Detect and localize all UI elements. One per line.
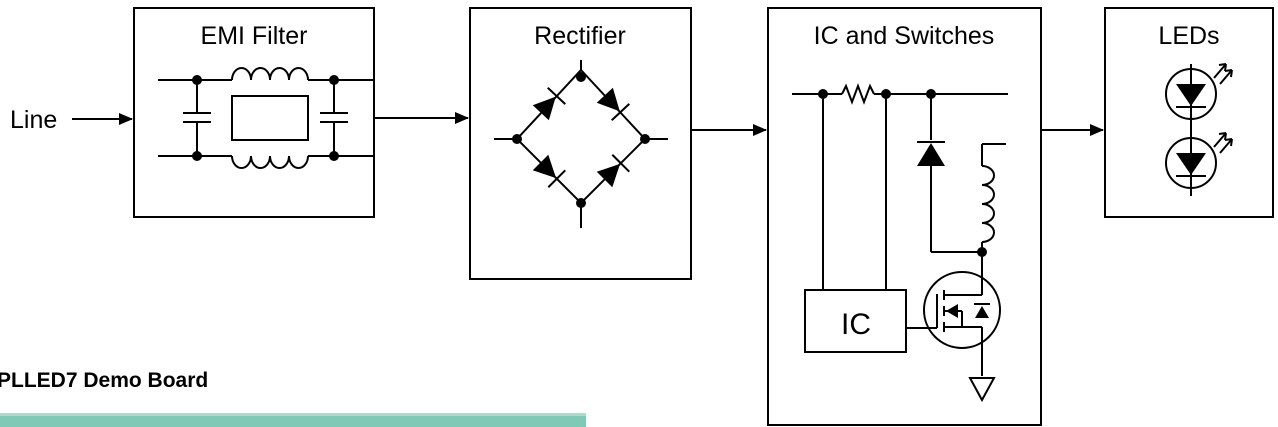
- led-bottom-icon: [1165, 132, 1233, 189]
- leds-block: LEDs: [1104, 7, 1274, 218]
- leds-title: LEDs: [1158, 22, 1219, 50]
- capacitor-left-icon: [183, 80, 211, 156]
- rectifier-title: Rectifier: [534, 22, 626, 50]
- rectifier-block: Rectifier: [469, 7, 692, 280]
- resistor-icon: [841, 83, 875, 105]
- board-caption: PLLED7 Demo Board: [0, 369, 208, 392]
- diode-lower-left-icon: [532, 154, 566, 188]
- ic-switches-title: IC and Switches: [814, 22, 995, 50]
- capacitor-right-icon: [320, 80, 348, 156]
- led-top-icon: [1165, 63, 1233, 120]
- board-photo: [0, 413, 586, 427]
- inductor-top-icon: [231, 67, 309, 81]
- ground-icon: [968, 377, 996, 403]
- diode-upper-left-icon: [532, 87, 566, 121]
- ic-switches-block: IC and Switches IC: [767, 7, 1042, 426]
- emi-filter-block: EMI Filter: [133, 7, 375, 218]
- freewheel-diode-icon: [917, 141, 945, 166]
- input-line-label: Line: [10, 106, 57, 134]
- ic-chip-label: IC: [841, 308, 871, 341]
- inductor-vertical-icon: [981, 165, 995, 243]
- diode-lower-right-icon: [596, 154, 630, 188]
- inductor-bottom-icon: [231, 155, 309, 169]
- diode-upper-right-icon: [596, 87, 630, 121]
- mosfet-icon: [906, 271, 1001, 376]
- emi-filter-title: EMI Filter: [201, 22, 308, 50]
